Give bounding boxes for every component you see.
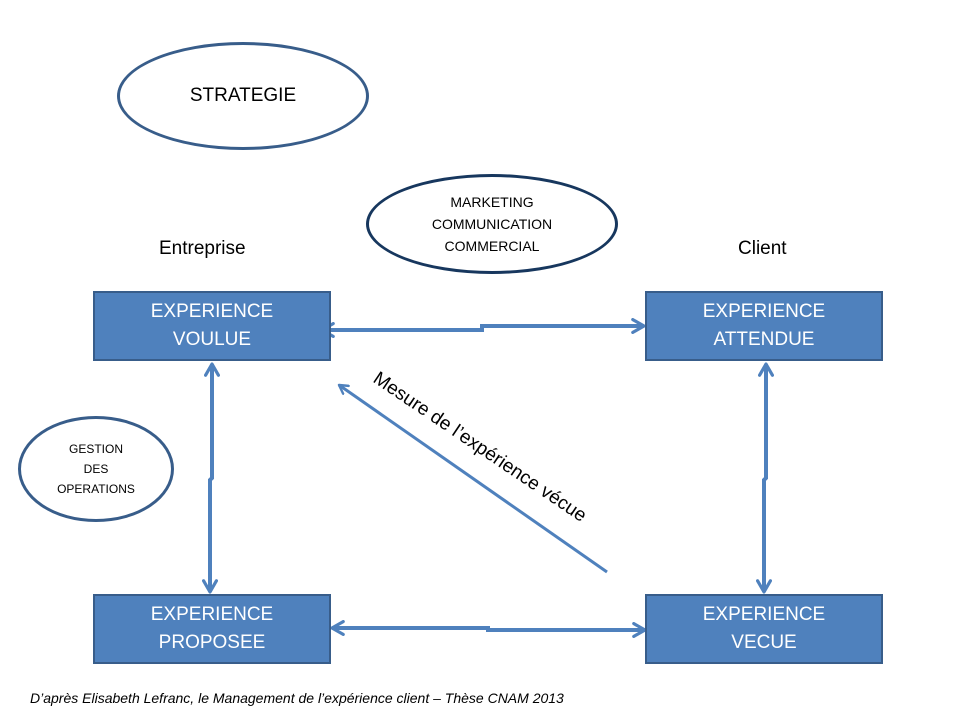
- marketing-line-1: MARKETING: [450, 194, 534, 210]
- strategy-ellipse: STRATEGIE: [117, 42, 369, 150]
- gestion-ellipse: GESTION DES OPERATIONS: [18, 416, 174, 522]
- box-attendue-line-1: EXPERIENCE: [702, 301, 826, 322]
- box-vecue-line-2: VECUE: [731, 632, 797, 653]
- source-citation: D’après Elisabeth Lefranc, le Management…: [30, 690, 564, 706]
- arrow-mesure-diagonal: [337, 383, 608, 574]
- arrow-voulue-attendue: [320, 318, 646, 338]
- box-experience-voulue: EXPERIENCE VOULUE: [93, 291, 331, 361]
- box-proposee-line-1: EXPERIENCE: [150, 604, 274, 625]
- strategy-label: STRATEGIE: [189, 85, 297, 106]
- box-attendue-line-2: ATTENDUE: [713, 329, 815, 350]
- box-experience-vecue: EXPERIENCE VECUE: [645, 594, 883, 664]
- gestion-line-1: GESTION: [68, 442, 123, 456]
- arrow-voulue-proposee: [202, 362, 220, 594]
- gestion-line-2: DES: [83, 462, 109, 476]
- box-vecue-line-1: EXPERIENCE: [702, 604, 826, 625]
- entreprise-label: Entreprise: [159, 238, 246, 259]
- arrow-proposee-vecue: [330, 620, 647, 638]
- client-label: Client: [738, 238, 787, 259]
- marketing-line-3: COMMERCIAL: [444, 238, 540, 254]
- marketing-ellipse: MARKETING COMMUNICATION COMMERCIAL: [366, 174, 618, 274]
- box-voulue-line-1: EXPERIENCE: [150, 301, 274, 322]
- box-voulue-line-2: VOULUE: [172, 329, 252, 350]
- box-proposee-line-2: PROPOSEE: [158, 632, 266, 653]
- arrow-attendue-vecue: [756, 362, 774, 594]
- box-experience-attendue: EXPERIENCE ATTENDUE: [645, 291, 883, 361]
- marketing-line-2: COMMUNICATION: [431, 216, 553, 232]
- box-experience-proposee: EXPERIENCE PROPOSEE: [93, 594, 331, 664]
- gestion-line-3: OPERATIONS: [57, 482, 135, 496]
